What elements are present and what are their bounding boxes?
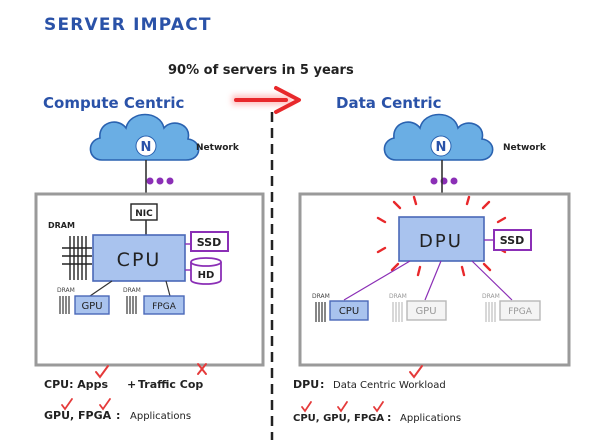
cpu-gpu-link <box>89 280 113 297</box>
left-caption-1b: Traffic Cop <box>138 378 203 391</box>
left-check-gpu-icon <box>61 398 73 411</box>
right-fpga-dram-label: DRAM <box>482 293 500 300</box>
right-cpu-label: CPU <box>339 306 359 317</box>
left-dram-sticks <box>62 236 92 280</box>
right-cpu-dram-sticks <box>315 302 326 322</box>
right-gpu-dram-label: DRAM <box>389 293 407 300</box>
left-cross-traffic-icon <box>197 363 207 375</box>
right-network-dots <box>430 177 458 185</box>
left-heading: Compute Centric <box>43 94 184 112</box>
right-network-node: N <box>436 140 447 155</box>
right-check-cpu-icon <box>301 401 312 413</box>
right-cpu-dram-label: DRAM <box>312 293 330 300</box>
left-fpga-label: FPGA <box>152 302 177 312</box>
nic-box <box>130 203 158 221</box>
left-ssd-label: SSD <box>197 236 221 249</box>
dpu-box <box>398 216 485 262</box>
right-check-gpu-icon <box>337 401 348 413</box>
left-fpga-dram-sticks <box>126 296 137 314</box>
left-caption-2a: GPU, FPGA <box>44 409 112 422</box>
transition-arrow <box>232 86 301 114</box>
right-caption-1-colon: : <box>320 378 324 391</box>
left-gpu-box <box>74 295 110 315</box>
right-heading: Data Centric <box>336 94 442 112</box>
right-cloud <box>383 113 494 161</box>
left-fpga-box <box>143 295 185 315</box>
left-network-node: N <box>141 140 152 155</box>
dpu-burst <box>376 195 507 277</box>
right-caption-2a: CPU, GPU, FPGA <box>293 413 384 424</box>
hd-label: HD <box>198 270 215 281</box>
right-gpu-dram-sticks <box>392 302 403 322</box>
left-ssd-box <box>190 231 229 252</box>
dpu-label: DPU <box>419 231 463 252</box>
left-gpu-dram-label: DRAM <box>57 287 75 294</box>
left-check-apps-icon <box>95 365 109 379</box>
right-caption-1b: Data Centric Workload <box>333 380 446 391</box>
left-fpga-dram-label: DRAM <box>123 287 141 294</box>
title: SERVER IMPACT <box>44 15 212 35</box>
left-gpu-label: GPU <box>81 301 102 312</box>
dpu-links <box>343 260 513 301</box>
right-check-fpga-icon <box>373 401 384 413</box>
right-gpu-label: GPU <box>415 306 436 317</box>
right-fpga-dram-sticks <box>485 302 496 322</box>
cpu-fpga-link <box>165 280 171 297</box>
cpu-label: CPU <box>117 249 162 271</box>
right-check-datacentric-icon <box>409 365 423 379</box>
left-dram-label: DRAM <box>48 221 75 230</box>
left-cloud <box>89 113 200 161</box>
right-gpu-box <box>406 300 447 321</box>
right-ssd-box <box>493 229 532 251</box>
hd-cylinder <box>190 257 222 285</box>
right-caption-2-colon: : <box>387 411 391 424</box>
left-gpu-dram-sticks <box>59 296 70 314</box>
left-check-fpga-icon <box>99 398 111 411</box>
subtitle: 90% of servers in 5 years <box>168 63 354 78</box>
left-caption-1-plus: + <box>127 378 136 391</box>
right-ssd-label: SSD <box>500 234 524 247</box>
right-caption-1a: DPU <box>293 378 319 391</box>
right-fpga-box <box>499 300 541 321</box>
cpu-box <box>92 234 186 282</box>
right-cpu-box <box>329 300 369 321</box>
nic-label: NIC <box>135 209 153 219</box>
left-network-label: Network <box>196 143 240 153</box>
right-caption-2b: Applications <box>400 413 461 424</box>
left-caption-2-colon: : <box>116 409 120 422</box>
left-caption-2b: Applications <box>130 411 191 422</box>
right-network-label: Network <box>503 143 547 153</box>
right-fpga-label: FPGA <box>508 307 533 317</box>
left-network-dots <box>146 177 174 185</box>
left-caption-1a: CPU: Apps <box>44 378 109 391</box>
